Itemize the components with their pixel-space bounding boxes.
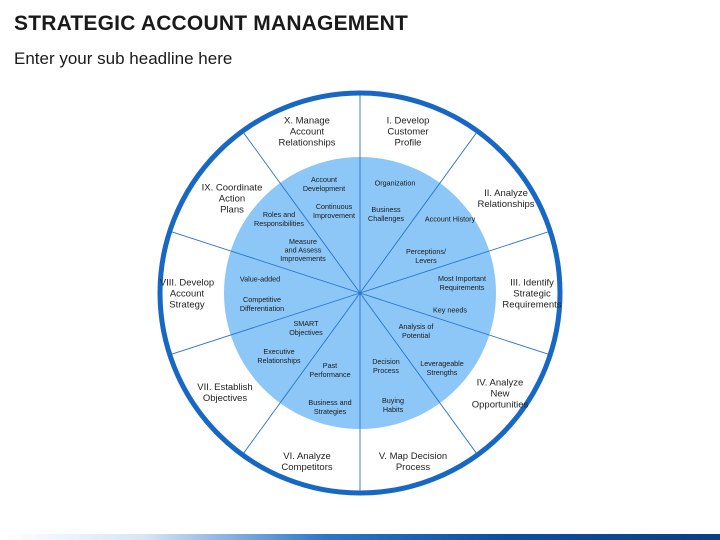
inner-item: Key needs xyxy=(433,306,467,315)
segment-divider xyxy=(359,132,477,294)
segment-divider xyxy=(359,292,549,355)
inner-item: Organization xyxy=(375,179,416,188)
inner-item: Account History xyxy=(425,215,476,224)
inner-item: Value-added xyxy=(240,275,280,284)
segment-divider xyxy=(359,231,549,294)
footer-bar xyxy=(0,534,720,540)
segment-divider xyxy=(243,292,361,454)
page-subtitle: Enter your sub headline here xyxy=(14,49,233,68)
segment-divider xyxy=(171,231,361,294)
inner-item: Perceptions/Levers xyxy=(406,247,446,265)
page-title: STRATEGIC ACCOUNT MANAGEMENT xyxy=(14,12,409,35)
segment-divider xyxy=(359,292,477,454)
segment-divider xyxy=(243,132,361,294)
segment-divider xyxy=(171,292,361,355)
